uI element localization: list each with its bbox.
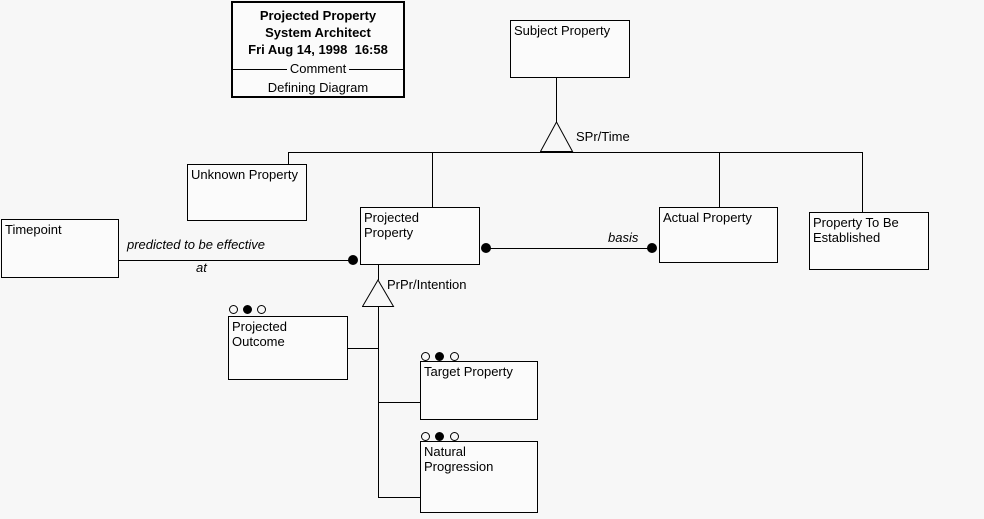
diagram-subtitle: System Architect	[265, 25, 371, 40]
comment-divider-label: Comment	[289, 61, 347, 76]
connector-subject-to-spr-triangle	[556, 78, 557, 124]
spr-time-triangle-icon	[540, 121, 574, 152]
connector-projected-to-prpr-triangle	[378, 265, 379, 280]
node-actual-property[interactable]: Actual Property	[659, 207, 778, 263]
diagram-date: Fri Aug 14, 1998 16:58	[248, 42, 388, 57]
ring-filled-icon	[243, 305, 252, 314]
connector-trunk-to-natural-progression	[378, 497, 420, 498]
divider-line-left	[233, 68, 287, 70]
connector-timepoint-to-projected-property	[119, 260, 353, 261]
connector-bus-to-actual-property	[719, 152, 720, 208]
node-projected-property[interactable]: Projected Property	[360, 207, 480, 265]
node-unknown-property[interactable]: Unknown Property	[187, 164, 307, 221]
spr-time-label: SPr/Time	[576, 129, 630, 144]
connector-bus-to-unknown-property	[288, 152, 289, 165]
ring-open-icon	[229, 305, 238, 314]
ring-open-icon	[450, 352, 459, 361]
diagram-title: Projected Property	[259, 8, 377, 23]
diagram-title-box: Projected Property System Architect Fri …	[231, 1, 405, 98]
ring-filled-icon	[435, 352, 444, 361]
node-target-property[interactable]: Target Property	[420, 361, 538, 420]
basis-label: basis	[608, 230, 639, 245]
node-projected-outcome[interactable]: Projected Outcome	[228, 316, 348, 380]
connector-trunk-to-target-property	[378, 402, 420, 403]
node-natural-progression[interactable]: Natural Progression	[420, 441, 538, 513]
connector-bus-to-property-to-be-established	[862, 152, 863, 213]
predicted-at-label: at	[196, 260, 207, 275]
ring-open-icon	[421, 352, 430, 361]
node-property-to-be-established[interactable]: Property To Be Established	[809, 212, 929, 270]
ring-filled-icon	[435, 432, 444, 441]
comment-divider: Comment	[233, 61, 404, 76]
anchor-dot-predicted	[348, 255, 358, 265]
connector-projected-to-actual-basis	[486, 248, 652, 249]
connector-spr-bus	[288, 152, 863, 153]
divider-line-right	[349, 68, 404, 70]
ring-open-icon	[450, 432, 459, 441]
connector-trunk-to-projected-outcome	[348, 348, 378, 349]
connector-bus-to-projected-property	[432, 152, 433, 208]
anchor-dot-basis-left	[481, 243, 491, 253]
anchor-dot-basis-right	[647, 243, 657, 253]
node-timepoint[interactable]: Timepoint	[1, 219, 119, 278]
ring-open-icon	[257, 305, 266, 314]
node-subject-property[interactable]: Subject Property	[510, 20, 630, 78]
diagram-description: Defining Diagram	[267, 80, 369, 95]
prpr-intention-triangle-icon	[362, 279, 395, 307]
ring-open-icon	[421, 432, 430, 441]
predicted-to-be-effective-label: predicted to be effective	[127, 237, 266, 252]
prpr-intention-label: PrPr/Intention	[387, 277, 467, 292]
